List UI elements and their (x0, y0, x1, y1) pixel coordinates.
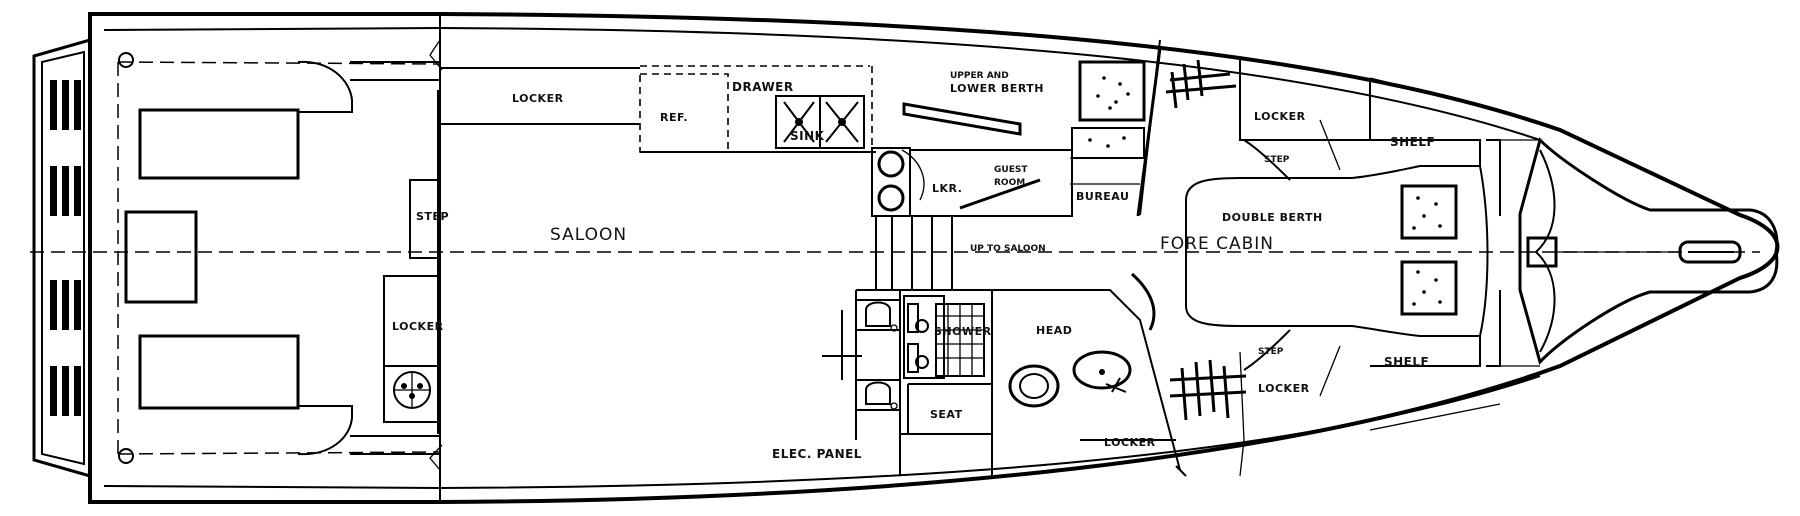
shower-label: SHOWER (934, 325, 992, 338)
port-shelf-label: SHELF (1390, 135, 1435, 149)
hull-outline (88, 12, 1780, 504)
room-labels: LOCKER REF. DRAWER SINK UPPER AND LOWER … (392, 71, 1435, 461)
refrigerator-label: REF. (660, 111, 688, 124)
aft-step-label: STEP (416, 210, 449, 223)
saloon-area (30, 65, 1760, 290)
elec-panel-label: ELEC. PANEL (772, 447, 862, 461)
starboard-side (822, 272, 1247, 477)
guest-room (901, 39, 1237, 217)
swim-platform (32, 38, 92, 478)
fwd-stbd-locker-label: LOCKER (1258, 382, 1310, 395)
cockpit (118, 14, 443, 502)
up-to-saloon-label: UP TO SALOON (970, 244, 1046, 254)
fwd-stbd-step-label: STEP (1258, 347, 1284, 357)
upper-berth-label-line2: LOWER BERTH (950, 82, 1044, 95)
upper-berth-label-line1: UPPER AND (950, 71, 1009, 81)
aft-locker-label: LOCKER (392, 320, 444, 333)
sink-label: SINK (790, 129, 825, 143)
lkr-label: LKR. (932, 182, 962, 195)
fwd-port-locker-label: LOCKER (1254, 110, 1306, 123)
saloon-label: SALOON (550, 225, 627, 245)
double-berth-label: DOUBLE BERTH (1222, 211, 1323, 224)
guest-room-label-line2: ROOM (994, 178, 1025, 188)
bureau-label: BUREAU (1076, 190, 1129, 203)
drawer-label: DRAWER (732, 80, 794, 94)
head-label: HEAD (1036, 324, 1072, 337)
fwd-port-step-label: STEP (1264, 155, 1290, 165)
seat-label: SEAT (930, 408, 963, 421)
fore-cabin-label: FORE CABIN (1160, 234, 1274, 254)
saloon-locker-label: LOCKER (512, 92, 564, 105)
guest-room-label-line1: GUEST (994, 165, 1028, 175)
bow-anchor (1518, 137, 1779, 366)
head-locker-label: LOCKER (1104, 436, 1156, 449)
fore-cabin (1185, 60, 1540, 431)
stbd-shelf-label: SHELF (1384, 355, 1429, 369)
